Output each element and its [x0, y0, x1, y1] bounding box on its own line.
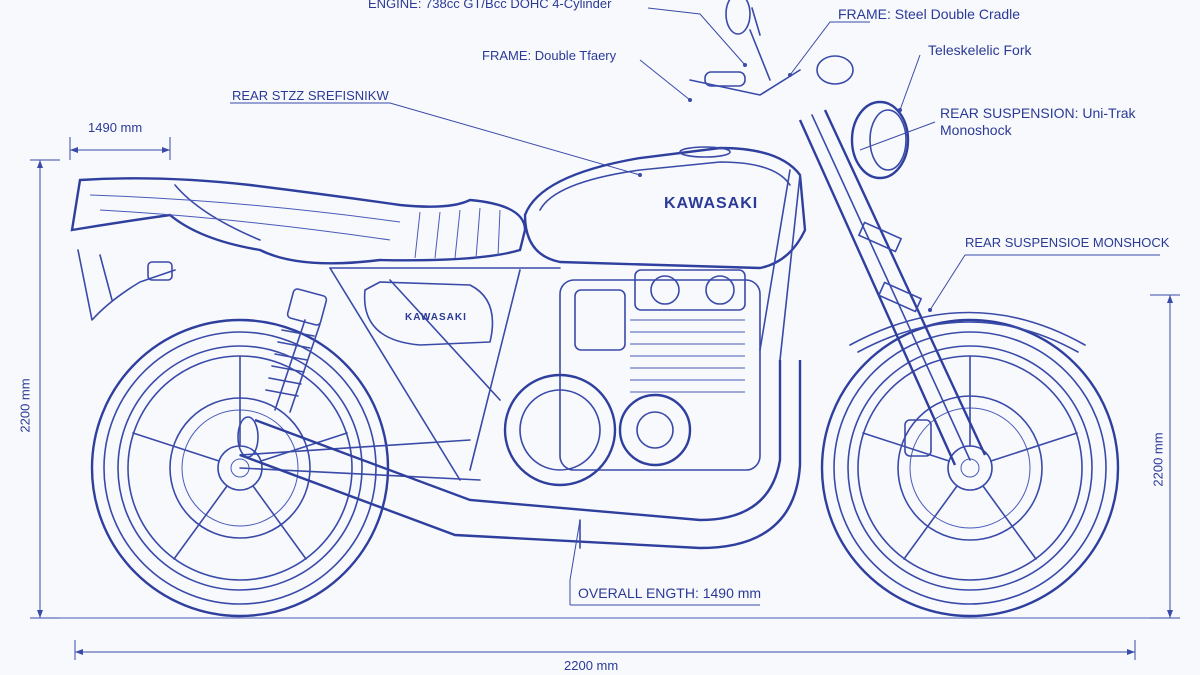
callout-engine: ENGINE: 738cc GT/Bcc DOHC 4-Cylinder — [368, 0, 612, 11]
tail-light — [147, 261, 173, 281]
side-panel-logo: KAWASAKI — [405, 312, 467, 323]
callout-leaders — [230, 7, 1160, 606]
callout-frame-top: FRAME: Steel Double Cradle — [838, 6, 1021, 22]
exhaust — [237, 360, 802, 550]
dimension-lines — [30, 137, 1180, 660]
handlebar — [689, 0, 801, 96]
callout-overall-length: OVERALL ENGTH: 1490 mm — [578, 585, 762, 601]
frame — [239, 169, 801, 481]
rear-fender — [77, 249, 176, 321]
front-fork — [798, 109, 987, 466]
tank-logo: KAWASAKI — [664, 195, 759, 212]
front-wheel — [820, 318, 1120, 618]
callout-rear-susp-mono: REAR SUSPENSIOE MONSHOCK — [965, 235, 1170, 250]
dim-right-height: 2200 mm — [1150, 432, 1166, 487]
side-panel — [363, 281, 494, 346]
fuel-tank — [523, 146, 807, 270]
rear-shock — [265, 288, 328, 413]
front-fender — [849, 311, 1086, 346]
dim-left-height: 2200 mm — [17, 378, 33, 433]
callout-rear-susp-line2: Monoshock — [940, 122, 1012, 138]
headlight — [816, 55, 910, 180]
seat — [70, 177, 527, 265]
rear-wheel — [90, 318, 390, 618]
callout-rear-susp-line1: REAR SUSPENSION: Uni-Trak — [940, 105, 1136, 121]
callout-fork: Teleskelelic Fork — [928, 42, 1032, 58]
engine — [503, 269, 761, 487]
dim-bottom-length: 2200 mm — [564, 658, 619, 673]
callout-rear-size: REAR STZZ SREFISNIKW — [232, 88, 389, 103]
dim-top-left-width: 1490 mm — [88, 120, 143, 135]
callout-frame-left: FRAME: Double Tfaery — [482, 48, 617, 63]
